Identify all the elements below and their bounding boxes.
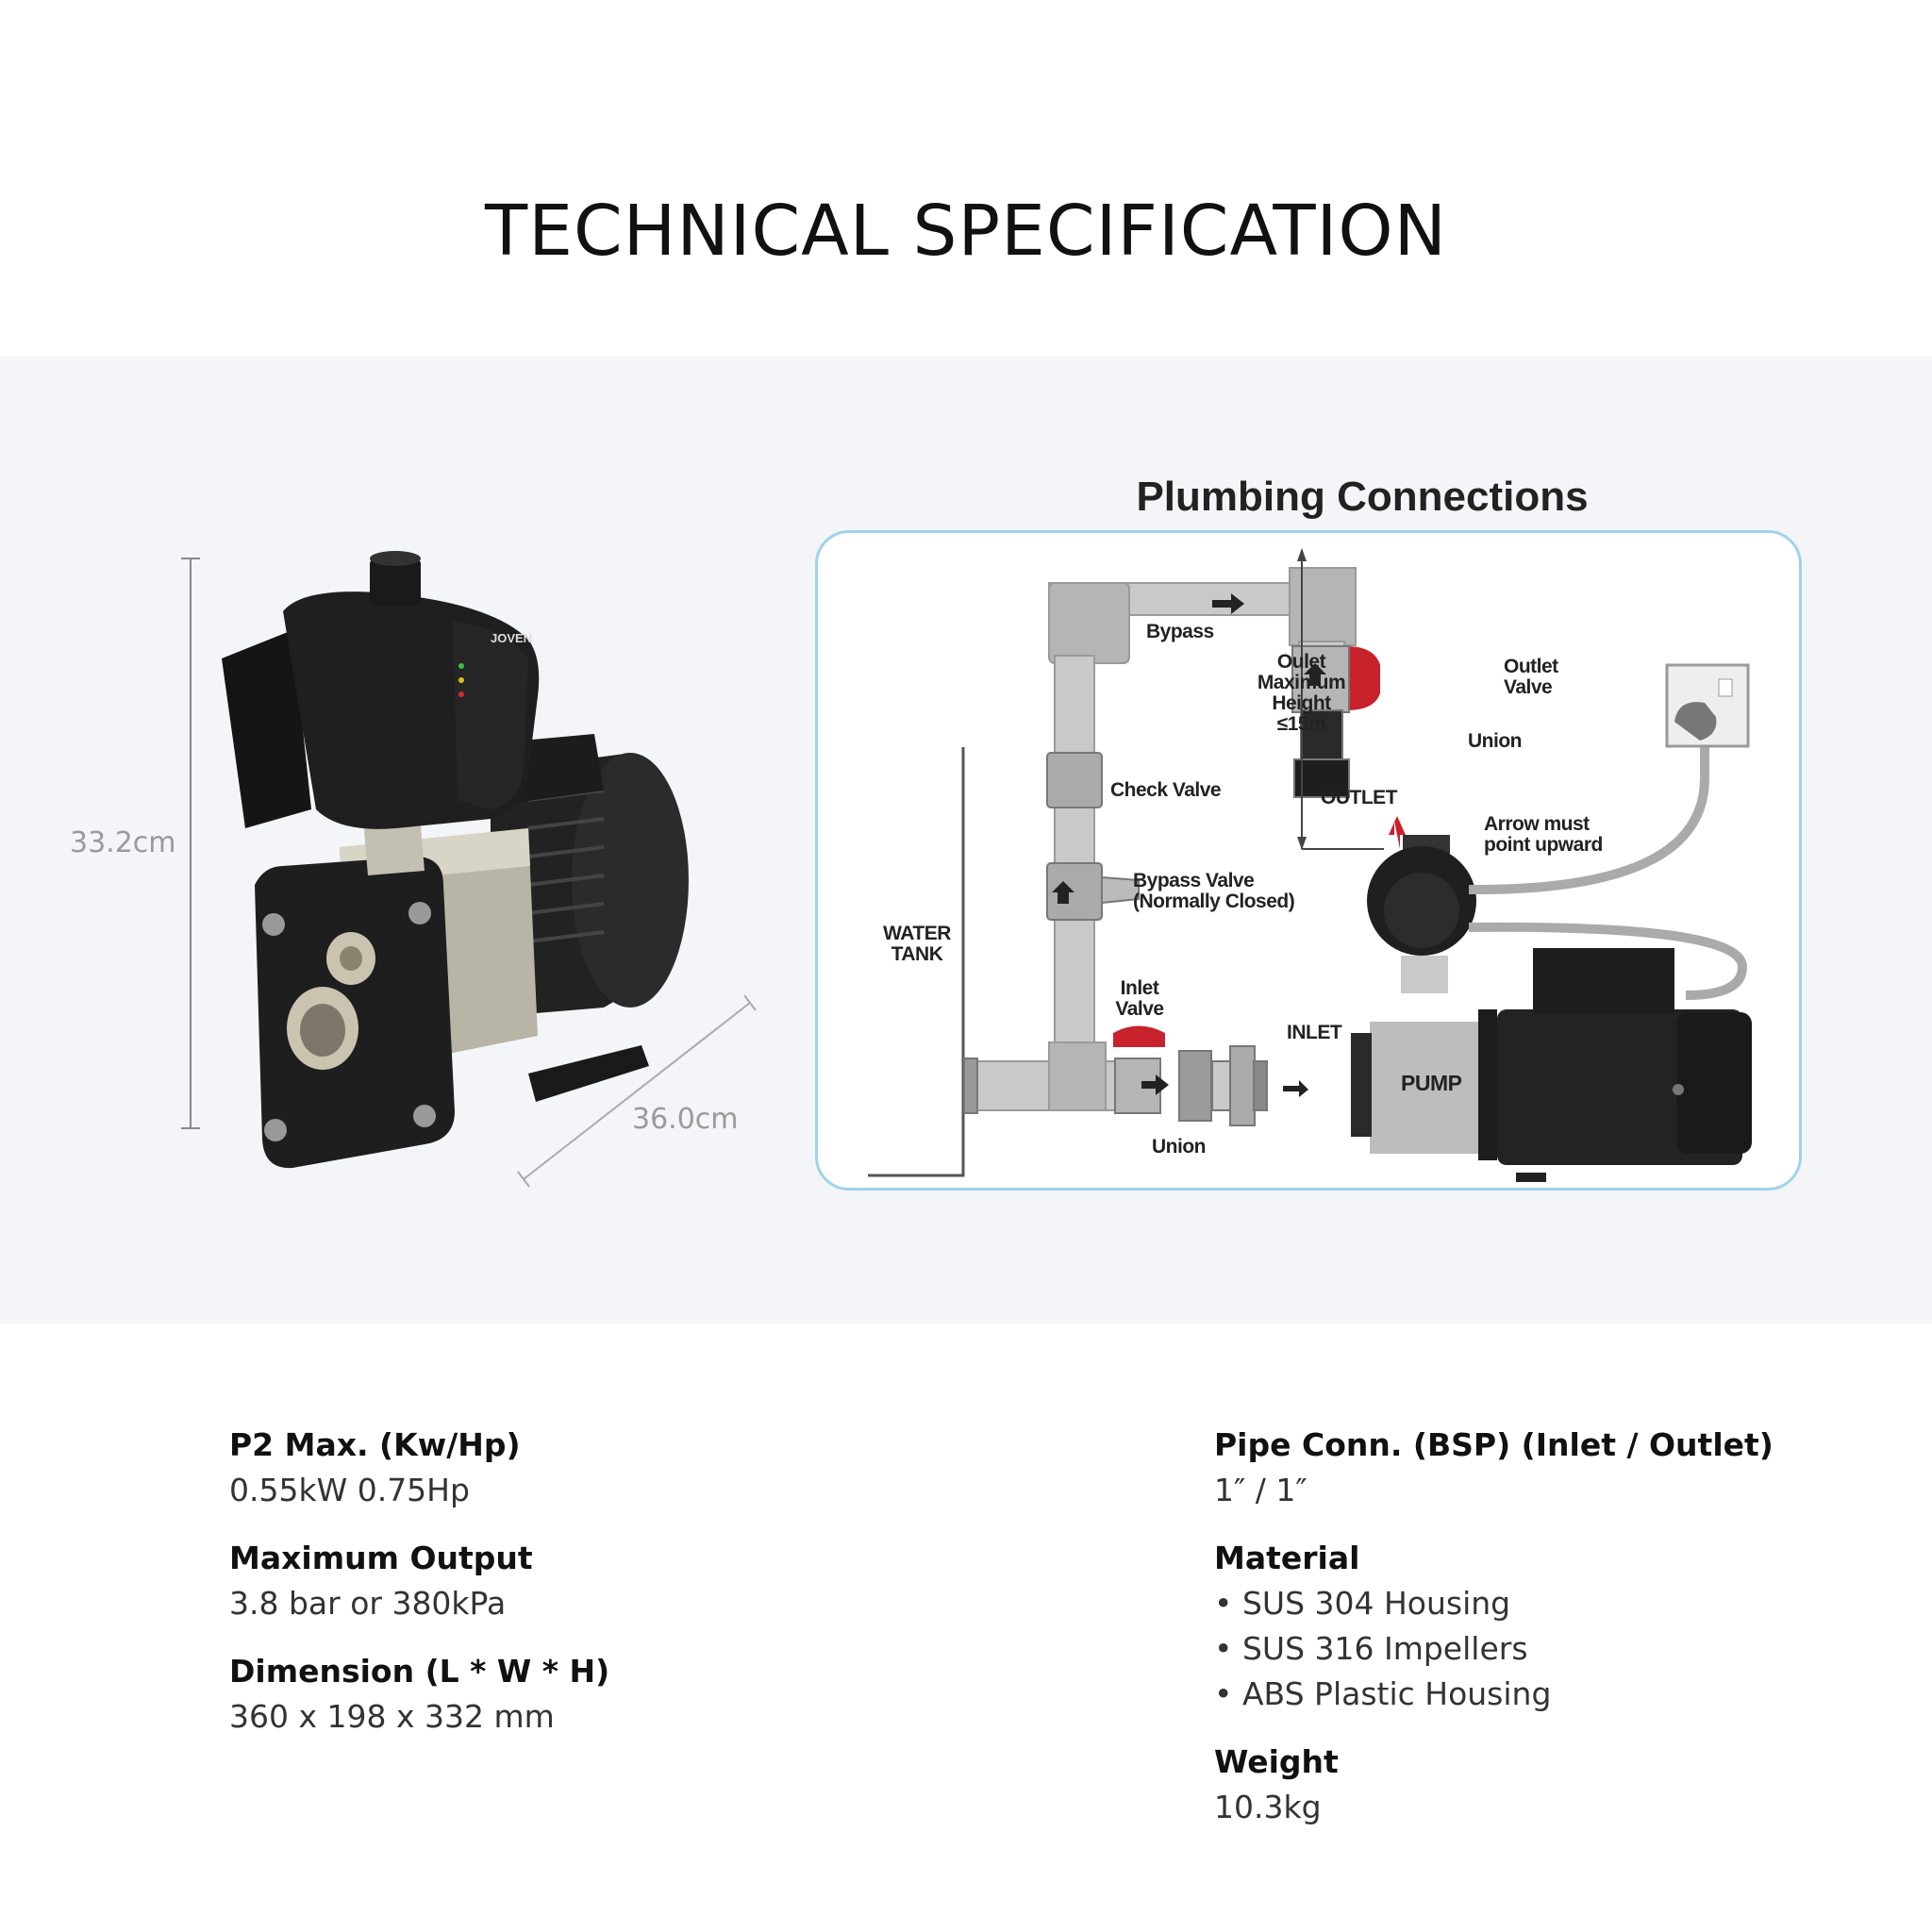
power-cable [1468, 703, 1748, 1000]
spec-weight: Weight 10.3kg [1214, 1740, 1893, 1830]
power-socket [1665, 663, 1750, 748]
plumbing-diagram: Bypass Oulet Maximum Height ≤15m Outlet … [815, 530, 1802, 1191]
page-title: TECHNICAL SPECIFICATION [485, 191, 1447, 272]
inlet-fittings [963, 1045, 1268, 1126]
spec-label: Weight [1214, 1743, 1339, 1780]
length-dimension-line [517, 994, 757, 1188]
specs-right-column: Pipe Conn. (BSP) (Inlet / Outlet) 1″ / 1… [1214, 1423, 1893, 1853]
spec-value: 10.3kg [1214, 1789, 1322, 1825]
label-inlet-valve: Inlet Valve [1115, 977, 1164, 1020]
height-dimension-line [181, 558, 200, 1129]
flow-arrows [1052, 593, 1326, 1097]
pump-body [222, 551, 689, 1169]
plumbing-diagram-drawing [868, 548, 1752, 1182]
pressure-controller [1367, 835, 1476, 993]
label-outlet: OUTLET [1321, 787, 1398, 808]
label-outlet-valve: Outlet Valve [1504, 656, 1558, 698]
spec-label: P2 Max. (Kw/Hp) [229, 1426, 521, 1463]
red-direction-arrow [1389, 816, 1406, 849]
label-outlet-height: Oulet Maximum Height ≤15m [1257, 651, 1346, 735]
material-item: SUS 316 Impellers [1214, 1626, 1893, 1672]
spec-value: 0.55kW 0.75Hp [229, 1472, 470, 1508]
bypass-fittings [1046, 752, 1140, 921]
spec-value: 3.8 bar or 380kPa [229, 1585, 507, 1622]
spec-material: Material SUS 304 Housing SUS 316 Impelle… [1214, 1536, 1893, 1717]
height-dimension-label: 33.2cm [70, 826, 176, 859]
product-panel: JOVEN 33.2cm 36.0cm Plumbing Connections [0, 357, 1932, 1324]
label-arrow-note: Arrow must point upward [1484, 813, 1603, 856]
label-union-top: Union [1468, 730, 1522, 752]
pump-product-illustration: JOVEN [181, 551, 757, 1188]
controller-brand-mark: JOVEN [491, 631, 532, 645]
spec-maximum-output: Maximum Output 3.8 bar or 380kPa [229, 1536, 984, 1626]
label-bypass: Bypass [1146, 621, 1214, 642]
label-water-tank: WATER TANK [883, 923, 951, 965]
length-dimension-label: 36.0cm [632, 1103, 739, 1136]
material-list: SUS 304 Housing SUS 316 Impellers ABS Pl… [1214, 1581, 1893, 1717]
spec-value: 1″ / 1″ [1214, 1472, 1307, 1508]
spec-label: Material [1214, 1540, 1360, 1576]
pump-motor [1351, 948, 1752, 1182]
spec-p2-max: P2 Max. (Kw/Hp) 0.55kW 0.75Hp [229, 1423, 984, 1513]
label-union-bottom: Union [1152, 1136, 1206, 1158]
valve-handles [1113, 646, 1380, 1047]
spec-dimension: Dimension (L * W * H) 360 x 198 x 332 mm [229, 1649, 984, 1740]
spec-label: Dimension (L * W * H) [229, 1653, 610, 1690]
label-bypass-valve: Bypass Valve (Normally Closed) [1133, 870, 1295, 912]
spec-pipe-connection: Pipe Conn. (BSP) (Inlet / Outlet) 1″ / 1… [1214, 1423, 1893, 1513]
spec-label: Maximum Output [229, 1540, 533, 1576]
material-item: SUS 304 Housing [1214, 1581, 1893, 1626]
height-dimension [1301, 550, 1384, 850]
label-pump: PUMP [1401, 1071, 1462, 1095]
material-item: ABS Plastic Housing [1214, 1672, 1893, 1717]
label-check-valve: Check Valve [1110, 779, 1222, 801]
diagram-title: Plumbing Connections [1136, 474, 1589, 520]
specs-left-column: P2 Max. (Kw/Hp) 0.55kW 0.75Hp Maximum Ou… [229, 1423, 984, 1762]
label-inlet: INLET [1287, 1022, 1342, 1043]
spec-label: Pipe Conn. (BSP) (Inlet / Outlet) [1214, 1426, 1774, 1463]
spec-value: 360 x 198 x 332 mm [229, 1698, 555, 1735]
water-tank-wall [868, 747, 965, 1177]
